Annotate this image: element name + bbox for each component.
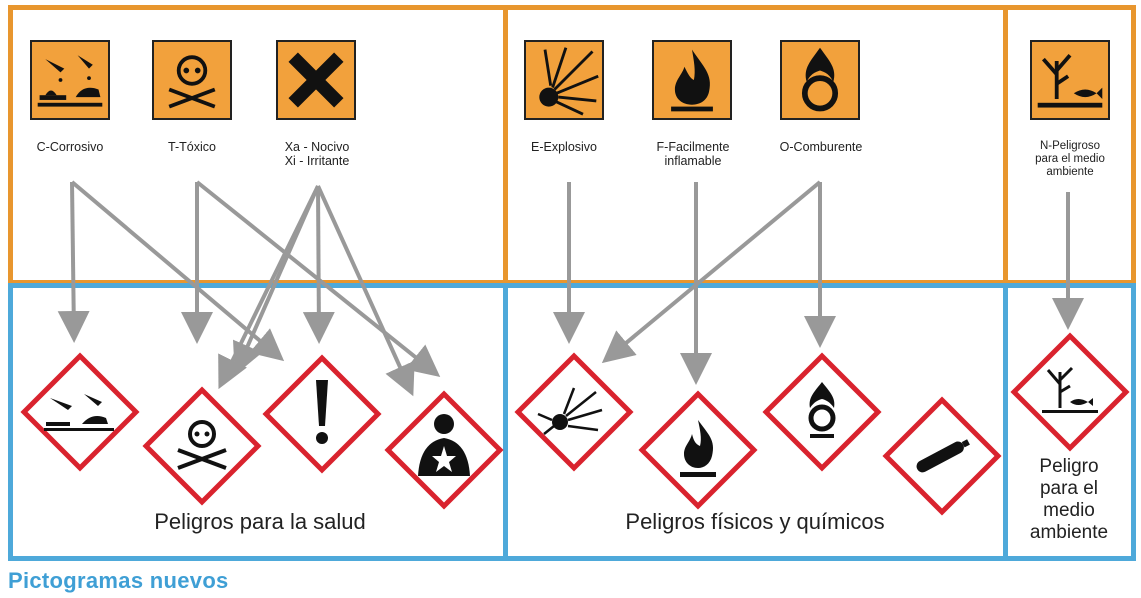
old-toxic-label-text: T-Tóxico bbox=[168, 140, 216, 154]
old-toxic-label: T-Tóxico bbox=[140, 140, 244, 154]
corrosion-icon bbox=[37, 55, 103, 107]
old-harmful-label-line1: Xa - Nocivo bbox=[284, 140, 350, 154]
old-corrosive-label: C-Corrosivo bbox=[20, 140, 120, 154]
dead-tree-fish-icon bbox=[1037, 54, 1103, 108]
old-corrosive-pictogram bbox=[30, 40, 110, 120]
ghs-environment-pictogram bbox=[1000, 322, 1140, 462]
new-pictograms-caption: Pictogramas nuevos bbox=[8, 568, 229, 593]
old-oxidizing-label: O-Comburente bbox=[766, 140, 876, 154]
old-harmful-pictogram bbox=[276, 40, 356, 120]
ghs-corrosion-icon bbox=[20, 352, 140, 472]
ghs-explosive-icon bbox=[514, 352, 634, 472]
old-flammable-label-line1: F-Facilmente bbox=[656, 140, 730, 154]
ghs-flame-pictogram bbox=[628, 380, 768, 520]
ghs-gas-cylinder-pictogram bbox=[872, 386, 1012, 526]
old-environment-label-line3: ambiente bbox=[1046, 166, 1094, 178]
skull-crossbones-icon bbox=[168, 55, 216, 109]
old-toxic-pictogram bbox=[152, 40, 232, 120]
ghs-oxidizer-pictogram bbox=[752, 342, 892, 482]
old-oxidizing-label-text: O-Comburente bbox=[779, 140, 863, 154]
ghs-exclamation-pictogram bbox=[252, 344, 392, 484]
environment-hazard-label-line1: Peligro bbox=[1039, 456, 1099, 477]
ghs-corrosion-pictogram bbox=[10, 342, 150, 482]
old-explosive-label: E-Explosivo bbox=[514, 140, 614, 154]
environment-hazard-label: Peligro para el medio ambiente bbox=[1010, 456, 1128, 544]
ghs-health-hazard-icon bbox=[384, 390, 504, 510]
old-flammable-label-line2: inflamable bbox=[664, 154, 722, 168]
physical-hazards-label: Peligros físicos y químicos bbox=[625, 509, 885, 534]
old-oxidizing-pictogram bbox=[780, 40, 860, 120]
old-flammable-pictogram bbox=[652, 40, 732, 120]
health-hazards-label: Peligros para la salud bbox=[154, 509, 366, 534]
old-environment-label-line1: N-Peligroso bbox=[1039, 140, 1101, 152]
old-harmful-label: Xa - Nocivo Xi - Irritante bbox=[262, 140, 372, 168]
old-corrosive-label-text: C-Corrosivo bbox=[36, 140, 104, 154]
old-explosive-pictogram bbox=[524, 40, 604, 120]
environment-hazard-label-line3: medio bbox=[1043, 500, 1095, 521]
ghs-exclamation-icon bbox=[262, 354, 382, 474]
ghs-skull-pictogram bbox=[132, 376, 272, 516]
ghs-flame-icon bbox=[638, 390, 758, 510]
old-environment-label-line2: para el medio bbox=[1035, 153, 1105, 165]
ghs-skull-icon bbox=[142, 386, 262, 506]
old-harmful-label-line2: Xi - Irritante bbox=[284, 154, 350, 168]
environment-hazard-label-line2: para el bbox=[1039, 478, 1099, 499]
ghs-explosive-pictogram bbox=[504, 342, 644, 482]
ghs-health-hazard-pictogram bbox=[374, 380, 514, 520]
flame-icon bbox=[671, 49, 713, 112]
ghs-oxidizer-icon bbox=[762, 352, 882, 472]
ghs-gas-cylinder-icon bbox=[882, 396, 1002, 516]
environment-hazard-label-line4: ambiente bbox=[1029, 522, 1109, 543]
ghs-environment-icon bbox=[1010, 332, 1130, 452]
old-environment-pictogram bbox=[1030, 40, 1110, 120]
cross-icon bbox=[288, 52, 344, 108]
exploding-bomb-icon bbox=[539, 47, 599, 116]
old-explosive-label-text: E-Explosivo bbox=[531, 140, 597, 154]
old-environment-label: N-Peligroso para el medio ambiente bbox=[1015, 140, 1125, 179]
flame-over-circle-icon bbox=[801, 47, 839, 112]
old-flammable-label: F-Facilmente inflamable bbox=[638, 140, 748, 168]
